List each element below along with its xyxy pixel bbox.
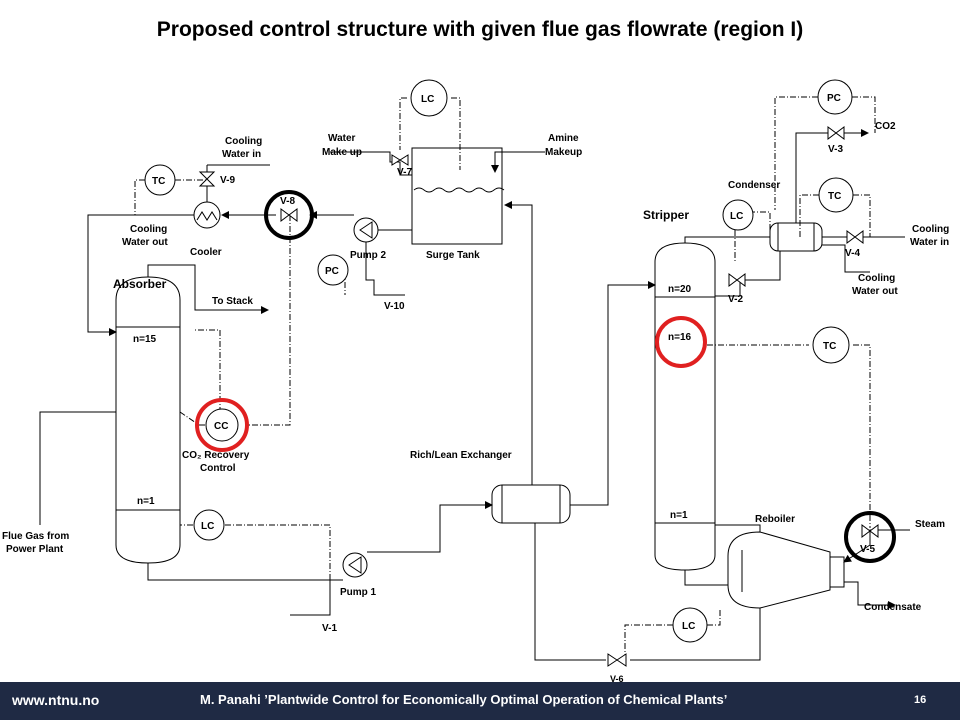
valve-v2[interactable] [728, 273, 746, 287]
slide-title: Proposed control structure with given fl… [156, 18, 804, 41]
v8-highlight-ring [264, 190, 314, 240]
footer-url[interactable]: www.ntnu.no [12, 692, 100, 708]
absorber-n15-label: n=15 [133, 334, 157, 345]
cooling-water-out-label-2: Water out [122, 237, 168, 248]
cooling-water-out-right-label-2: Water out [852, 286, 898, 297]
lc-reboiler-controller[interactable] [672, 607, 708, 643]
water-makeup-label-1: Water [328, 133, 356, 144]
tc-cooler-label: TC [152, 176, 165, 187]
cooling-water-out-right-label-1: Cooling [858, 273, 895, 284]
cc-controller[interactable] [205, 408, 239, 442]
pc-right-controller[interactable] [817, 79, 853, 115]
valve-v3[interactable] [827, 126, 845, 140]
cooling-water-in-right-label-2: Water in [910, 237, 949, 248]
amine-makeup-label-1: Amine [548, 133, 579, 144]
footer-bar: www.ntnu.no M. Panahi ’Plantwide Control… [0, 682, 960, 720]
valve-v7[interactable] [391, 154, 409, 166]
condenser [769, 222, 823, 252]
cc-label: CC [214, 421, 228, 432]
v2-label: V-2 [728, 294, 743, 305]
tc-stripper-controller[interactable] [812, 326, 850, 364]
stripper-label: Stripper [643, 208, 689, 222]
lc-absorber-controller[interactable] [193, 509, 225, 541]
v3-label: V-3 [828, 144, 843, 155]
stripper-n20-label: n=20 [668, 284, 692, 295]
valve-v5[interactable] [861, 524, 879, 538]
flue-gas-label-1: Flue Gas from [2, 531, 69, 542]
tc-cooler-controller[interactable] [144, 164, 176, 196]
v5-highlight-ring [844, 511, 896, 563]
surge-tank-label: Surge Tank [426, 250, 480, 261]
page-number: 16 [914, 694, 927, 706]
absorber-n1-label: n=1 [137, 496, 155, 507]
cooling-water-in-right-label-1: Cooling [912, 224, 949, 235]
cooler-label: Cooler [190, 247, 222, 258]
amine-makeup-label-2: Makeup [545, 147, 582, 158]
v9-label: V-9 [220, 175, 235, 186]
steam-label: Steam [915, 519, 945, 530]
lc-top-controller[interactable] [410, 79, 448, 117]
surge-tank [411, 147, 505, 245]
lc-top-label: LC [421, 94, 434, 105]
pc-left-label: PC [325, 266, 339, 277]
water-makeup-label-2: Make up [322, 147, 362, 158]
v8-label: V-8 [280, 196, 295, 207]
valve-v6[interactable] [607, 653, 627, 667]
valve-v9[interactable] [198, 171, 216, 187]
absorber-label: Absorber [113, 277, 167, 291]
cooler [193, 201, 221, 229]
v7-label: V-7 [397, 167, 412, 178]
stripper-n1-label: n=1 [670, 510, 688, 521]
cooling-water-in-label-2: Water in [222, 149, 261, 160]
co2-recovery-label-1: CO₂ Recovery [182, 450, 250, 461]
condenser-label: Condenser [728, 180, 780, 191]
valve-v4[interactable] [846, 230, 864, 244]
tc-condenser-controller[interactable] [818, 177, 854, 213]
pc-left-controller[interactable] [317, 254, 349, 286]
to-stack-label: To Stack [212, 296, 253, 307]
v6-label: V-6 [610, 674, 624, 684]
v5-label: V-5 [860, 544, 875, 555]
lc-absorber-label: LC [201, 521, 214, 532]
valve-v8[interactable] [280, 208, 298, 222]
v1-label: V-1 [322, 623, 337, 634]
v4-label: V-4 [845, 248, 860, 259]
flue-gas-label-2: Power Plant [6, 544, 64, 555]
pump-2-label: Pump 2 [350, 250, 387, 261]
lc-stripper-label: LC [730, 211, 743, 222]
tc-stripper-label: TC [823, 341, 836, 352]
v10-label: V-10 [384, 301, 405, 312]
rich-lean-exchanger [491, 484, 571, 524]
lc-stripper-controller[interactable] [722, 199, 754, 231]
lc-reboiler-label: LC [682, 621, 695, 632]
pump-1 [342, 552, 368, 578]
absorber-column [115, 276, 181, 564]
cooling-water-in-label-1: Cooling [225, 136, 262, 147]
n16-highlight-ring [655, 316, 707, 368]
tc-condenser-label: TC [828, 191, 841, 202]
cc-highlight-ring [195, 398, 249, 452]
reboiler-label: Reboiler [755, 514, 795, 525]
cooling-water-out-label-1: Cooling [130, 224, 167, 235]
reboiler [727, 531, 845, 609]
pump-2 [353, 217, 379, 243]
pump-1-label: Pump 1 [340, 587, 377, 598]
condensate-label: Condensate [864, 602, 922, 613]
co2-recovery-label-2: Control [200, 463, 236, 474]
rich-lean-exchanger-label: Rich/Lean Exchanger [410, 450, 512, 461]
stripper-n16-label: n=16 [668, 332, 692, 343]
signal-lines [134, 96, 876, 660]
pc-right-label: PC [827, 93, 841, 104]
footer-credit: M. Panahi ’Plantwide Control for Economi… [200, 692, 728, 707]
co2-product-label: CO2 [875, 121, 896, 132]
